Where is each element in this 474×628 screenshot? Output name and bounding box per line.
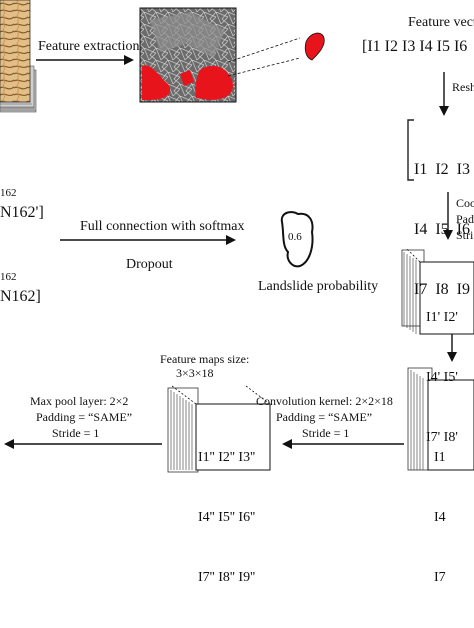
matrix-row: I4'' I5'' I6'': [198, 510, 256, 525]
terrain-image-stack: [0, 0, 37, 113]
n162-small-b: 162: [0, 271, 17, 283]
feature-maps-size-value: 3×3×18: [176, 366, 214, 380]
bottom-right-matrix: I1 I4 I7: [434, 408, 448, 628]
reshape-matrix: I1 I2 I3 I4 I5 I6 I7 I8 I9: [414, 120, 470, 340]
matrix-row: I1: [434, 450, 446, 465]
feature-maps-size-label: Feature maps size:: [160, 352, 250, 366]
conv-label-a: Coo: [456, 196, 474, 210]
full-connection-label: Full connection with softmax: [80, 219, 245, 234]
stride-mid-label: Stride = 1: [302, 426, 350, 440]
matrix-row: I4: [434, 510, 446, 525]
padding-mid-label: Padding = “SAME”: [276, 410, 373, 424]
matrix-row: I4 I5 I6: [414, 221, 470, 238]
conv-label-b: Pad: [456, 212, 474, 226]
max-pool-label: Max pool layer: 2×2: [30, 394, 129, 408]
segmented-map: [139, 7, 237, 103]
dropout-label: Dropout: [126, 257, 173, 272]
conv-kernel-label: Convolution kernel: 2×2×18: [256, 394, 393, 408]
matrix-row: I4' I5': [426, 370, 458, 385]
matrix-row: I7'' I8'' I9'': [198, 570, 256, 585]
right-stack-matrix: I1' I2' I4' I5' I7' I8': [426, 268, 458, 488]
middle-stack-matrix: I1'' I2'' I3'' I4'' I5'' I6'' I7'' I8'' …: [198, 408, 255, 628]
middle-feature-stack: [167, 385, 271, 473]
right-feature-stack: [401, 247, 474, 335]
diagram-graphics: [0, 0, 474, 473]
matrix-row: I7: [434, 570, 446, 585]
n162-small-a: 162: [0, 187, 17, 199]
n162-a: N162']: [0, 204, 44, 221]
matrix-row: I1'' I2'' I3'': [198, 450, 256, 465]
probability-value: 0.6: [288, 231, 302, 243]
padding-left-label: Padding = “SAME”: [36, 410, 133, 424]
matrix-row: I1' I2': [426, 310, 458, 325]
matrix-row: I1 I2 I3: [414, 161, 470, 178]
feature-extraction-label: Feature extraction: [38, 39, 140, 54]
landslide-probability-label: Landslide probability: [258, 279, 379, 294]
n162-b: N162]: [0, 288, 41, 305]
conv-label-c: Stri: [456, 228, 474, 242]
cnn-landslide-diagram: Feature extraction Feature vecto [I1 I2 …: [0, 0, 474, 585]
feature-vector-label: Feature vecto: [408, 15, 474, 30]
reshape-label: Resh: [452, 80, 474, 94]
matrix-row: I7' I8': [426, 430, 458, 445]
feature-vector-values: [I1 I2 I3 I4 I5 I6: [362, 38, 468, 55]
matrix-row: I7 I8 I9: [414, 281, 470, 298]
stride-left-label: Stride = 1: [52, 426, 100, 440]
bottom-right-stack: [407, 367, 474, 471]
